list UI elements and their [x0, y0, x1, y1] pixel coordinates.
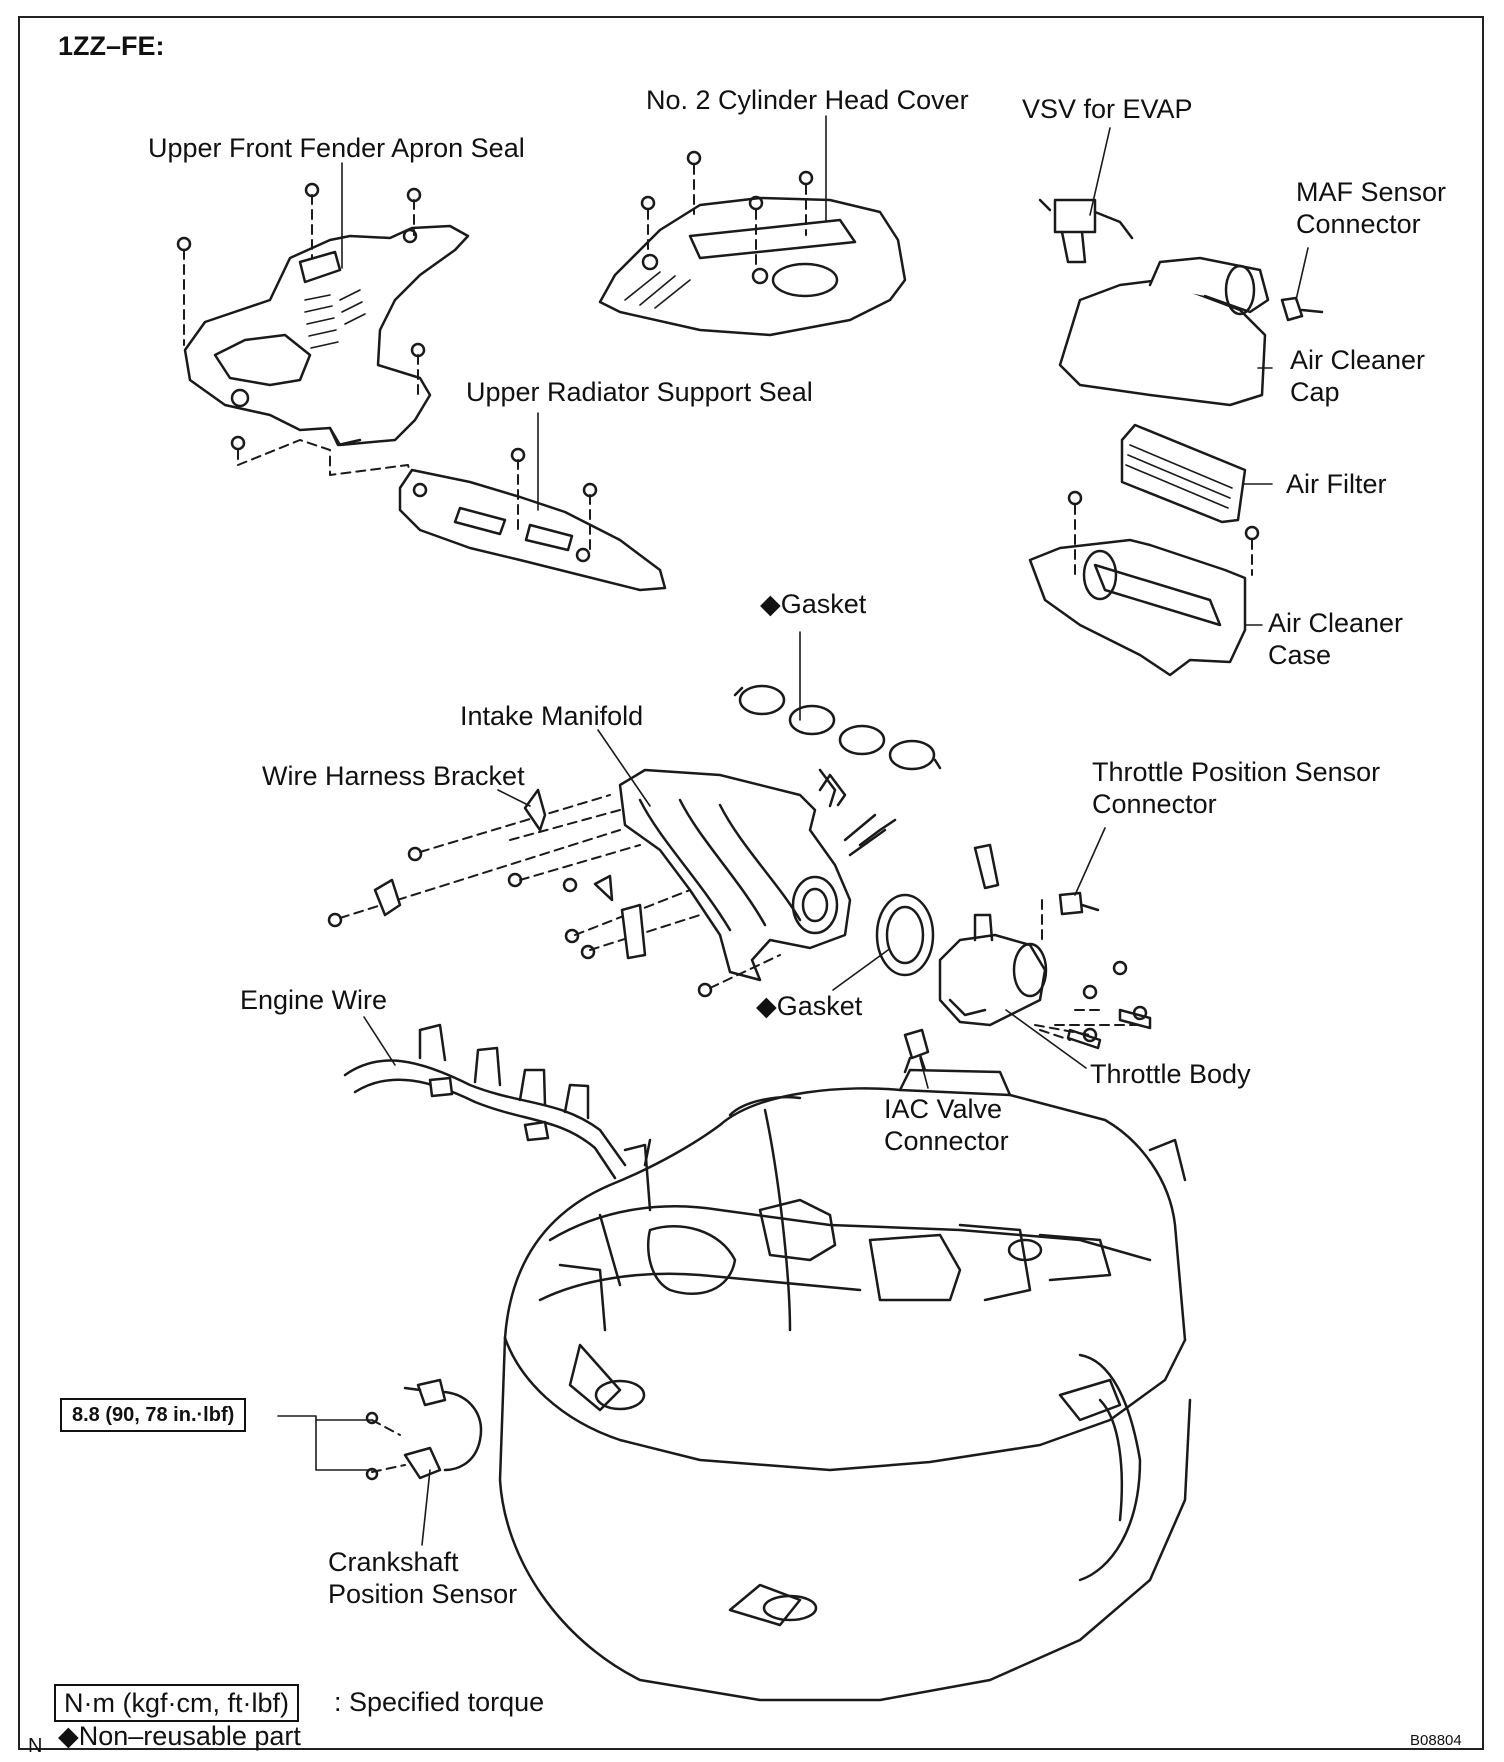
throttle-gasket-part [875, 893, 935, 977]
label-air-filter: Air Filter [1286, 469, 1387, 499]
diagram-frame [18, 16, 1484, 1750]
intake-manifold-part [618, 768, 887, 982]
corner-mark: N [28, 1735, 43, 1757]
label-tps-connector-line1: Throttle Position Sensor [1092, 757, 1381, 787]
label-maf-sensor-line1: MAF Sensor [1296, 177, 1447, 207]
label-engine-wire: Engine Wire [240, 985, 388, 1015]
label-crankshaft-sensor-line1: Crankshaft [328, 1547, 459, 1577]
label-tps-connector-line2: Connector [1092, 789, 1217, 819]
label-no2-cylinder-head-cover: No. 2 Cylinder Head Cover [646, 85, 969, 115]
air-cleaner-cap-part [1058, 256, 1324, 407]
model-title: 1ZZ–FE: [58, 31, 165, 61]
legend-torque-unit: N·m (kgf·cm, ft·lbf) [54, 1684, 299, 1722]
label-wire-harness-bracket: Wire Harness Bracket [262, 761, 525, 791]
label-maf-sensor-line2: Connector [1296, 209, 1421, 239]
apron-seal-clips [176, 182, 426, 481]
upper-radiator-support-seal-part [398, 447, 667, 592]
label-air-cleaner-case-line1: Air Cleaner [1268, 608, 1404, 638]
air-filter-part [1120, 423, 1247, 524]
iac-valve-connector-part [903, 1028, 930, 1074]
torque-spec-crankshaft: 8.8 (90, 78 in.·lbf) [60, 1398, 247, 1432]
air-cleaner-case-part [1028, 490, 1260, 677]
label-iac-valve-line2: Connector [884, 1126, 1009, 1156]
tps-connector-part [1041, 891, 1100, 941]
hoses [818, 773, 1000, 890]
manifold-mounting-hardware [327, 788, 781, 998]
label-upper-radiator-support-seal: Upper Radiator Support Seal [466, 377, 813, 407]
label-gasket-bottom: ◆Gasket [756, 991, 863, 1021]
label-upper-front-fender-apron-seal: Upper Front Fender Apron Seal [148, 133, 525, 163]
upper-front-fender-apron-seal-part [183, 224, 470, 447]
label-gasket-top: ◆Gasket [760, 589, 867, 619]
legend-non-reusable: ◆Non–reusable part [58, 1721, 301, 1751]
engine-wire-part [343, 1023, 627, 1180]
diagram-code: B08804 [1410, 1732, 1462, 1749]
label-crankshaft-sensor-line2: Position Sensor [328, 1579, 518, 1609]
throttle-body-part [938, 913, 1152, 1050]
label-vsv-for-evap: VSV for EVAP [1022, 94, 1193, 124]
intake-gasket-part [733, 684, 942, 771]
label-air-cleaner-cap-line1: Air Cleaner [1290, 345, 1426, 375]
crankshaft-position-sensor-part [365, 1378, 483, 1481]
label-intake-manifold: Intake Manifold [460, 701, 644, 731]
no2-cylinder-head-cover-part [598, 150, 907, 337]
vsv-for-evap-part [1038, 198, 1134, 264]
label-throttle-body: Throttle Body [1090, 1059, 1251, 1089]
label-iac-valve-line1: IAC Valve [884, 1094, 1003, 1124]
leader-lines [277, 115, 1309, 1546]
label-air-cleaner-cap-line2: Cap [1290, 377, 1340, 407]
label-air-cleaner-case-line2: Case [1268, 640, 1332, 670]
legend-torque-desc: : Specified torque [334, 1687, 545, 1717]
vehicle-front-illustration [498, 1068, 1192, 1702]
